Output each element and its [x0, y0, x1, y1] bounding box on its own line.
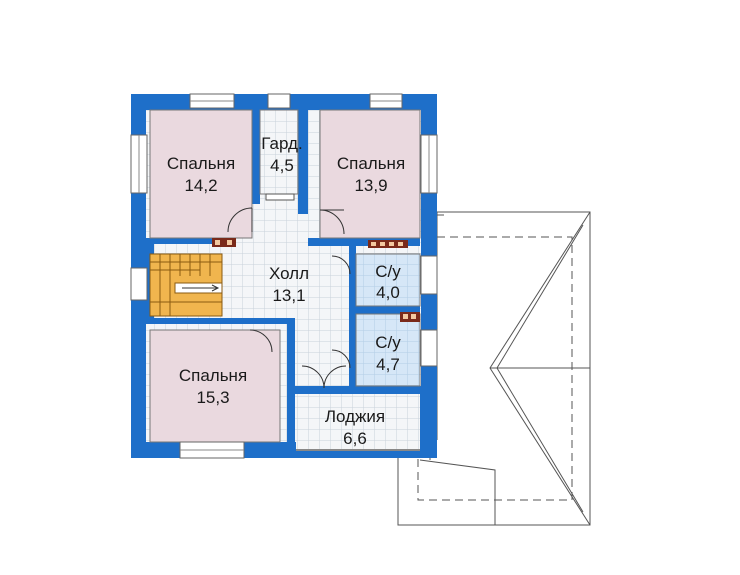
doors	[227, 207, 351, 389]
room-labels: Спальня 14,2 Гард. 4,5 Спальня 13,9 Холл…	[167, 134, 405, 448]
bedroom-3-name: Спальня	[179, 366, 247, 385]
staircase	[149, 253, 223, 317]
bedroom-2-name: Спальня	[337, 154, 405, 173]
window-right-2	[420, 255, 438, 295]
window-left-2	[130, 267, 148, 301]
closet-area: 4,5	[270, 156, 294, 175]
vent-grilles	[212, 238, 420, 322]
bedroom-1-name: Спальня	[167, 154, 235, 173]
bath-1-fill	[355, 253, 421, 307]
bedroom-2-fill	[319, 109, 421, 239]
window-top-2	[267, 93, 291, 109]
bath-2-fill	[355, 313, 421, 387]
loggia-floor	[296, 402, 420, 450]
bedroom-3-area: 15,3	[196, 388, 229, 407]
bedroom-2-area: 13,9	[354, 176, 387, 195]
bath-2-name: С/у	[375, 333, 401, 352]
closet-name: Гард.	[261, 134, 302, 153]
bath-1-name: С/у	[375, 262, 401, 281]
bedroom-1-fill	[149, 109, 253, 239]
bath-1-area: 4,0	[376, 283, 400, 302]
loggia-name: Лоджия	[325, 407, 385, 426]
hall-area: 13,1	[272, 286, 305, 305]
loggia-area: 6,6	[343, 429, 367, 448]
window-right-3	[420, 329, 438, 367]
hall-name: Холл	[269, 264, 309, 283]
bedroom-3-fill	[149, 329, 281, 443]
interior-walls	[146, 94, 437, 458]
bath-2-area: 4,7	[376, 355, 400, 374]
bedroom-1-area: 14,2	[184, 176, 217, 195]
